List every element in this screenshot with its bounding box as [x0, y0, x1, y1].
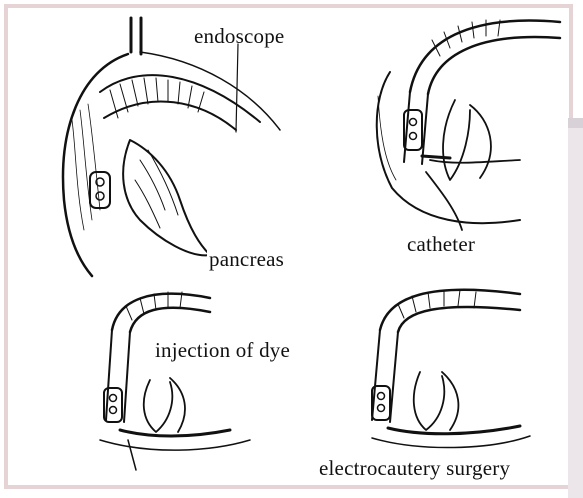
label-electrocautery-surgery: electrocautery surgery: [317, 456, 512, 481]
label-catheter: catheter: [405, 232, 477, 257]
label-endoscope: endoscope: [192, 24, 286, 49]
label-pancreas: pancreas: [207, 247, 286, 272]
panel-injection: [100, 292, 250, 470]
panel-endoscope-pancreas: [63, 18, 280, 276]
label-injection-of-dye: injection of dye: [153, 338, 292, 363]
panel-electrocautery: [372, 290, 530, 448]
panel-catheter: [377, 20, 560, 230]
